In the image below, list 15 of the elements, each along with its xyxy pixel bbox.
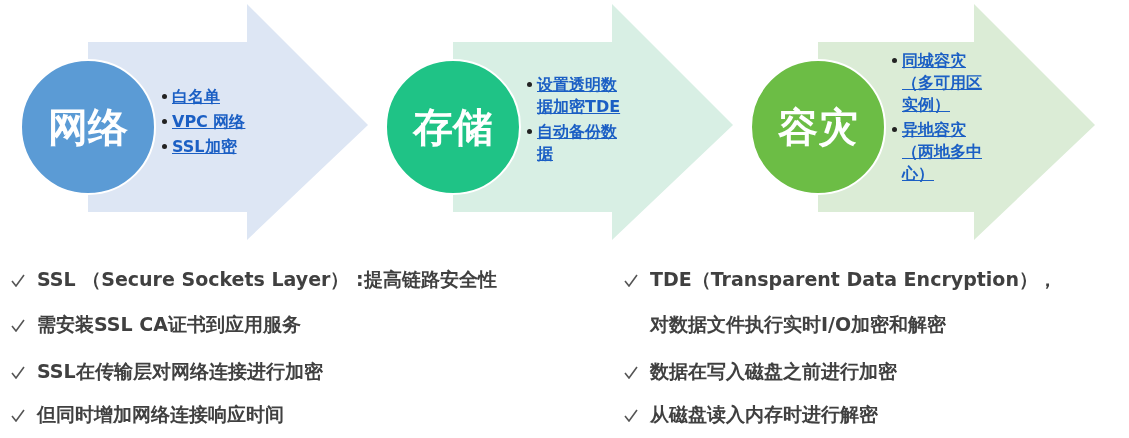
check-item-text: 数据在写入磁盘之前进行加密 — [650, 359, 898, 384]
circle-title: 存储 — [413, 102, 493, 152]
check-item-text: SSL （Secure Sockets Layer） :提高链路安全性 — [37, 267, 498, 292]
circle-node — [20, 59, 156, 195]
circle-title: 网络 — [48, 102, 128, 152]
circle-title: 容灾 — [778, 102, 858, 152]
check-item-text: 但同时增加网络连接响应时间 — [37, 402, 285, 427]
circle-node — [750, 59, 886, 195]
check-item-text: 需安装SSL CA证书到应用服务 — [37, 312, 302, 337]
check-item-text: TDE（Transparent Data Encryption），对数据文件执行实时I/O加密和解密 — [650, 267, 1058, 337]
bullet-link: 白名单 — [160, 86, 260, 108]
check-item-text: SSL在传输层对网络连接进行加密 — [37, 359, 324, 384]
circle-node — [385, 59, 521, 195]
check-item-text: 从磁盘读入内存时进行解密 — [650, 402, 879, 427]
bullet-link: VPC 网络 — [160, 111, 260, 133]
